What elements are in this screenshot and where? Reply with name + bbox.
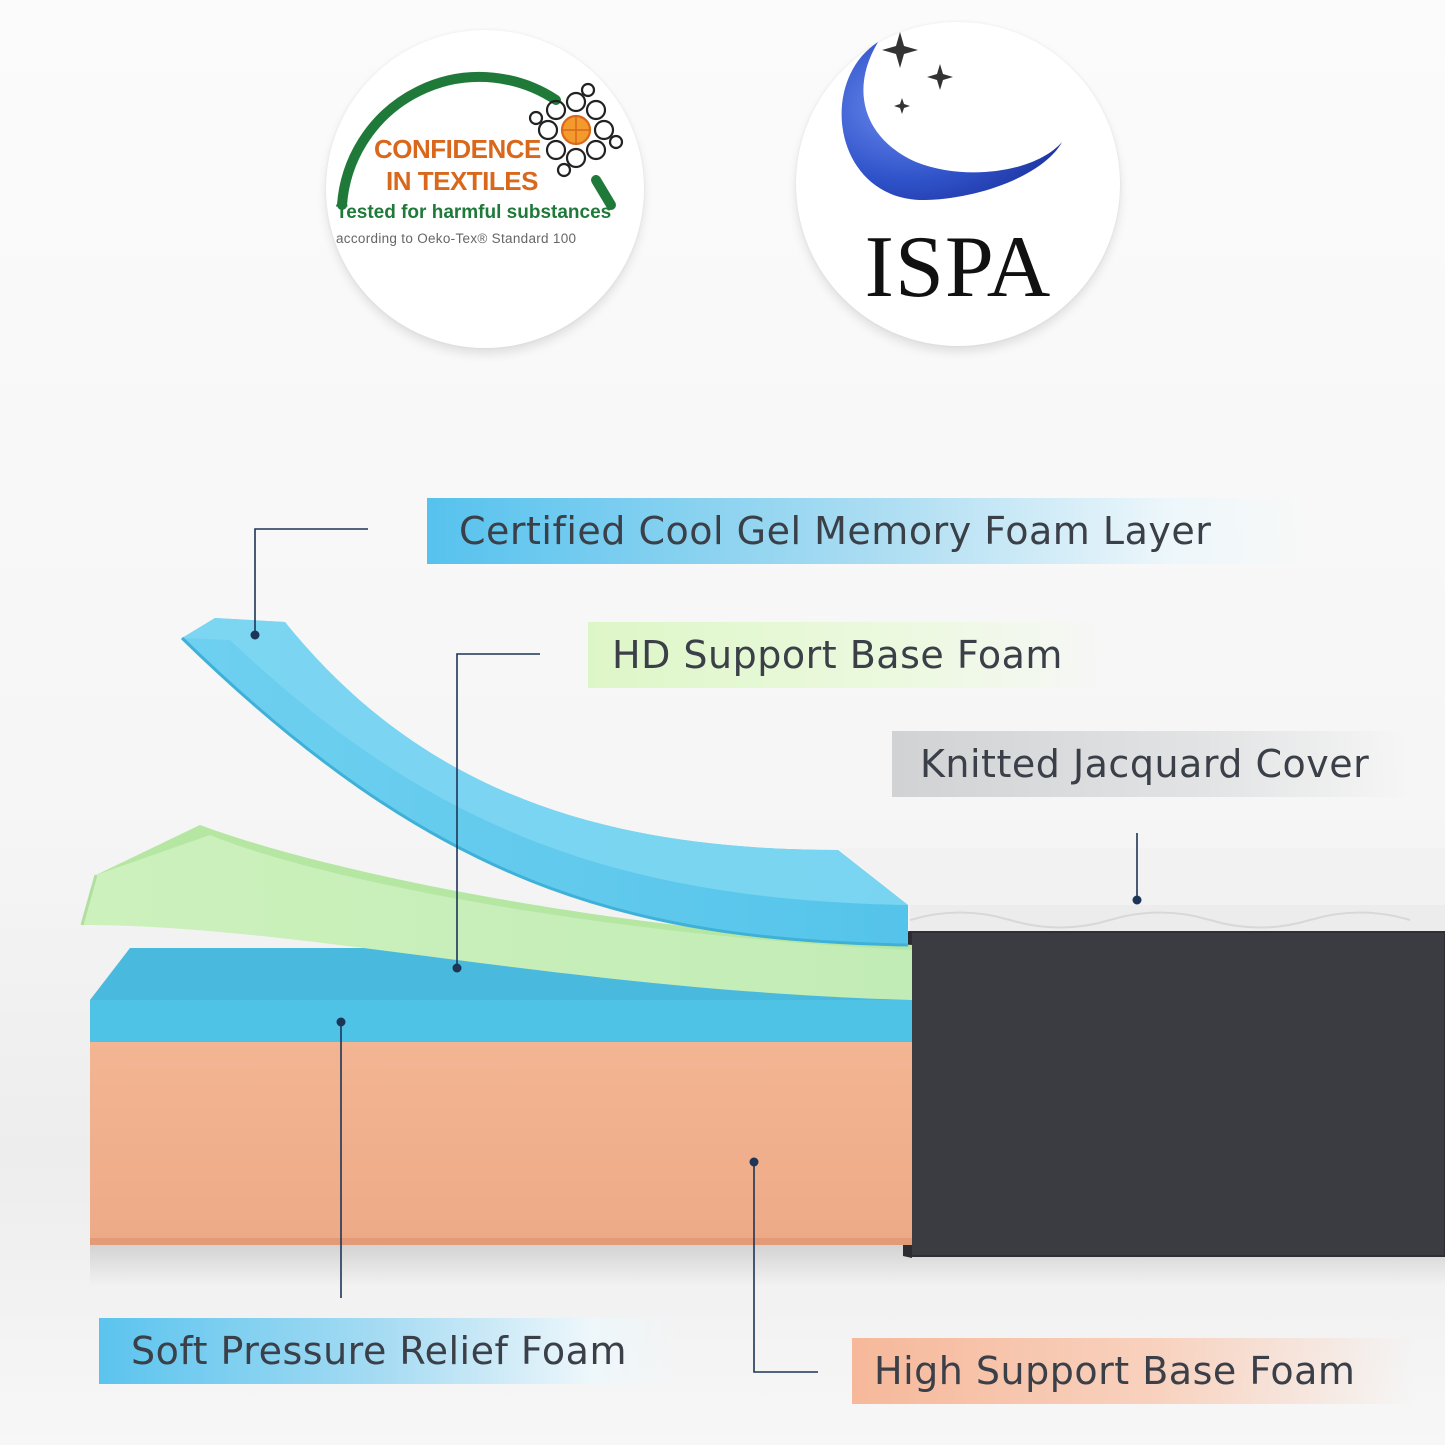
oeko-tex-badge: CONFIDENCE IN TEXTILES Tested for harmfu… [326, 30, 644, 348]
leader-lines [254, 528, 1138, 1373]
oeko-tex-line2: IN TEXTILES [386, 166, 538, 196]
label-gel-memory-foam: Certified Cool Gel Memory Foam Layer [427, 498, 1307, 564]
ispa-badge: ISPA [796, 22, 1120, 346]
label-high-support-foam-text: High Support Base Foam [874, 1349, 1356, 1393]
leader-high [753, 1162, 818, 1373]
gel-memory-foam-layer [180, 618, 909, 947]
ispa-wordmark: ISPA [864, 219, 1052, 316]
oeko-tex-line4: according to Oeko-Tex® Standard 100 [336, 231, 577, 246]
leader-dots [250, 630, 1142, 1167]
leader-gel [254, 528, 368, 635]
oeko-tex-logo-icon [337, 72, 624, 210]
label-cover: Knitted Jacquard Cover [892, 731, 1412, 797]
knitted-jacquard-cover-block [838, 848, 1445, 1258]
label-soft-pressure-foam-text: Soft Pressure Relief Foam [131, 1329, 627, 1373]
oeko-tex-line3: Tested for harmful substances [336, 202, 612, 223]
hd-support-foam-layer [80, 825, 912, 1000]
high-support-foam-layer [90, 1040, 912, 1245]
label-hd-support-foam: HD Support Base Foam [588, 622, 1108, 688]
label-soft-pressure-foam: Soft Pressure Relief Foam [99, 1318, 679, 1384]
oeko-tex-line1: CONFIDENCE [374, 134, 541, 164]
label-high-support-foam: High Support Base Foam [852, 1338, 1412, 1404]
label-gel-memory-foam-text: Certified Cool Gel Memory Foam Layer [459, 509, 1212, 553]
leader-hd [456, 653, 540, 968]
label-cover-text: Knitted Jacquard Cover [920, 742, 1370, 786]
crescent-moon-icon [841, 32, 1062, 201]
label-hd-support-foam-text: HD Support Base Foam [612, 633, 1063, 677]
